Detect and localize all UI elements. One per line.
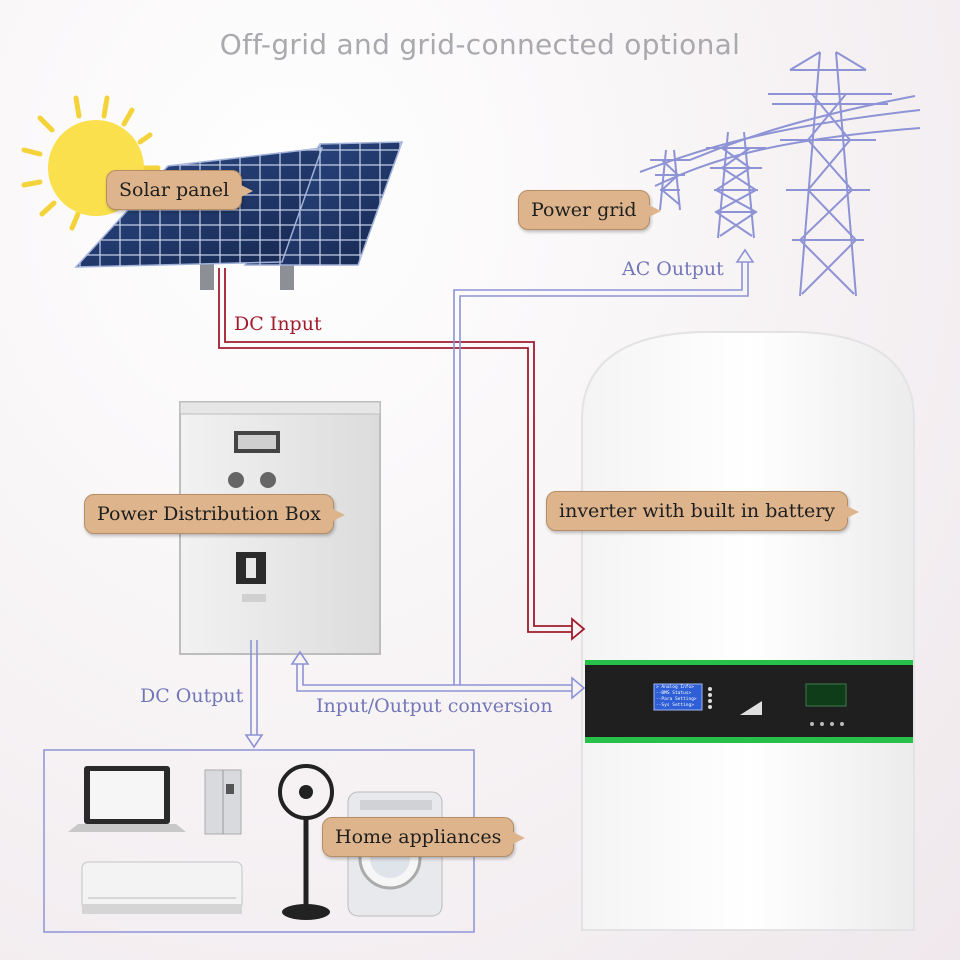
- screen-line-3: --Para Setting>: [656, 697, 697, 702]
- refrigerator-icon: [204, 769, 242, 835]
- page-title: Off-grid and grid-connected optional: [219, 28, 741, 61]
- inverter-screen-text: > Analog Info> --BMS Status> --Para Sett…: [656, 685, 702, 709]
- dc-output-line: [244, 640, 264, 749]
- io-conversion-line: [290, 650, 586, 700]
- ac-output-line: [453, 248, 755, 685]
- screen-line-1: > Analog Info>: [656, 685, 694, 690]
- air-conditioner-icon: [81, 861, 243, 914]
- solar-panel-callout: Solar panel: [106, 170, 254, 210]
- inverter-callout: inverter with built in battery: [546, 491, 860, 531]
- screen-line-2: --BMS Status>: [656, 691, 692, 696]
- dc-input-label: DC Input: [234, 313, 322, 335]
- stand-fan-icon: [278, 764, 334, 920]
- laptop-icon: [68, 766, 186, 832]
- inverter-unit: [581, 331, 915, 931]
- home-appliances-callout: Home appliances: [322, 817, 526, 857]
- power-grid-callout: Power grid: [518, 190, 661, 230]
- io-conversion-label: Input/Output conversion: [316, 695, 553, 717]
- screen-line-4: --Sys Setting>: [656, 703, 694, 708]
- ac-output-label: AC Output: [622, 258, 724, 280]
- power-distribution-box-callout: Power Distribution Box: [84, 494, 345, 534]
- power-grid-towers-icon: [639, 51, 921, 297]
- dc-input-line: [218, 268, 586, 641]
- dc-output-label: DC Output: [140, 685, 244, 707]
